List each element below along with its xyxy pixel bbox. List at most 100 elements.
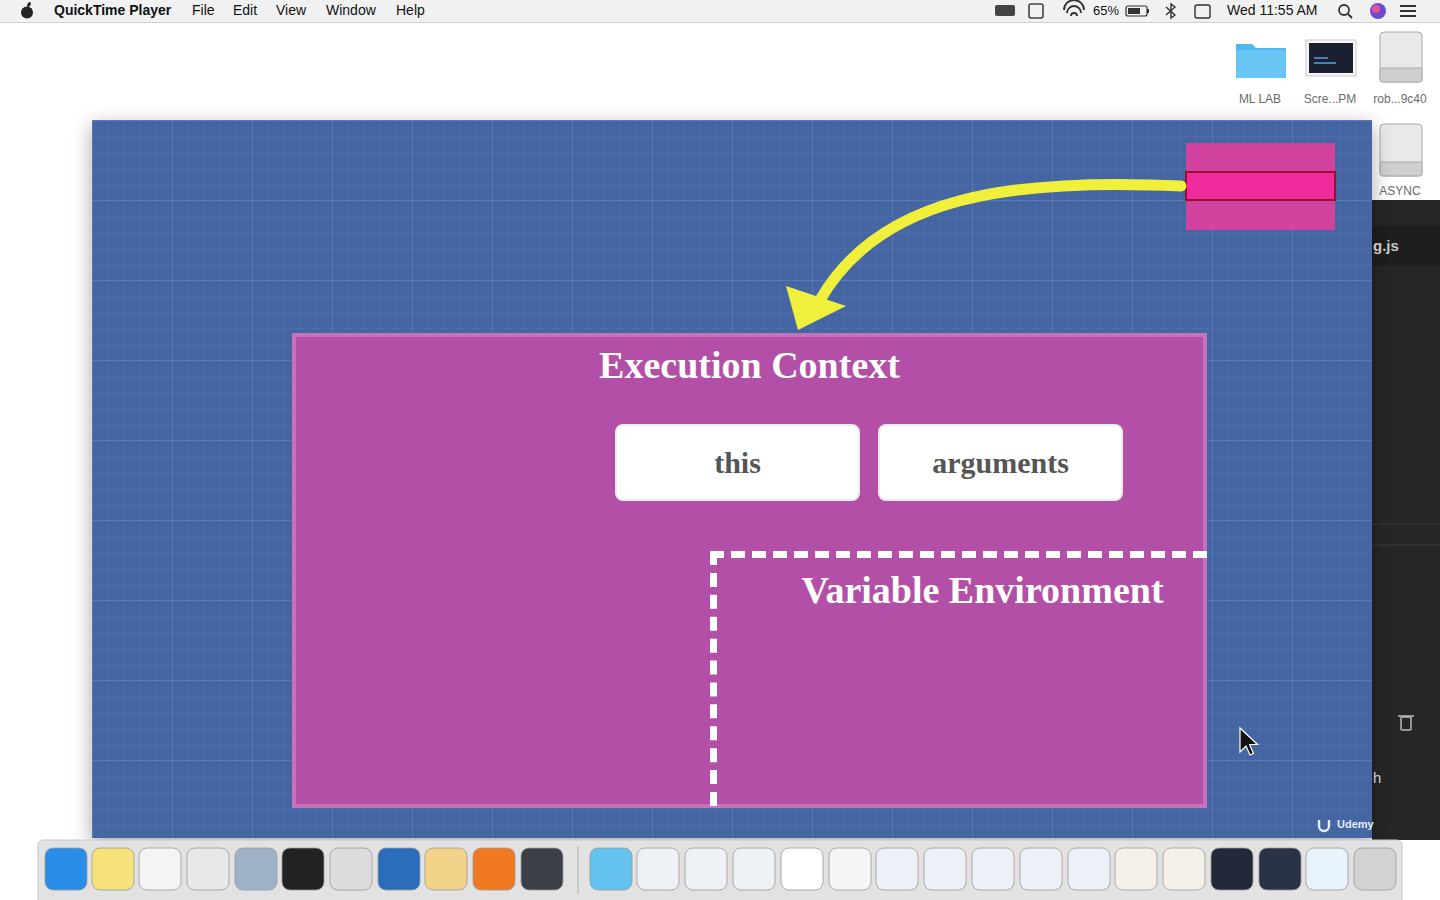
video-window (92, 120, 1372, 838)
dock-icon (1354, 848, 1396, 890)
menu-item: Window (326, 2, 376, 19)
watermark: Udemy (1337, 818, 1374, 831)
icon-label: ML LAB (1239, 92, 1281, 106)
desktop-icons (1380, 32, 1422, 82)
dock-icon (1115, 848, 1157, 890)
editor-text: h (1373, 769, 1381, 787)
desktop-icons (1314, 58, 1336, 63)
icon-label: ASYNC (1379, 184, 1420, 198)
node-text: Variable Environment (801, 568, 1163, 614)
menu-bar (1064, 0, 1084, 16)
desktop-icons (1380, 162, 1422, 176)
pointer-arrow (786, 184, 1181, 330)
call-stack-frame (1186, 143, 1335, 230)
dock-icon (187, 848, 229, 890)
dock-icon (1020, 848, 1062, 890)
mouse-cursor (1240, 728, 1258, 755)
menu-item: File (192, 2, 215, 19)
desktop-icons (1380, 124, 1422, 176)
pointer-arrow (786, 286, 846, 330)
video-window (92, 120, 1372, 838)
dock-icon (282, 848, 324, 890)
desktop-icons (1236, 50, 1286, 78)
udemy-logo (1319, 820, 1329, 831)
call-stack-frame (1186, 143, 1335, 230)
editor-panel (1372, 226, 1440, 266)
pointer-arrow (820, 184, 1181, 300)
editor-panel (1401, 717, 1411, 730)
dock-icon (45, 848, 1396, 890)
dock-icon (92, 848, 134, 890)
dock-icon (590, 848, 632, 890)
desktop-icons (1236, 44, 1286, 78)
dock-icon (1306, 848, 1348, 890)
dock-icon (781, 848, 823, 890)
icon-label: Scre...PM (1304, 92, 1357, 106)
editor-panel (1372, 200, 1440, 840)
desktop-icons (1380, 68, 1422, 82)
dock (38, 840, 1402, 900)
node-text: Execution Context (599, 343, 900, 389)
menu-bar (1029, 4, 1043, 18)
variable-environment-region: Variable Environment (710, 551, 1207, 806)
menu-bar (0, 22, 1440, 23)
dock-icon (924, 848, 966, 890)
dock-icon (733, 848, 775, 890)
menu-clock: Wed 11:55 AM (1227, 2, 1318, 19)
mouse-cursor (1240, 728, 1258, 755)
menu-bar (1372, 5, 1380, 13)
menu-item: View (276, 2, 306, 19)
dock-icon (235, 848, 277, 890)
desktop-icons (1309, 43, 1353, 73)
menu-bar (995, 5, 1015, 16)
icon-label: rob...9c40 (1373, 92, 1426, 106)
dock-icon (139, 848, 181, 890)
editor-tab: g.js (1373, 237, 1399, 255)
battery-percent: 65% (1093, 3, 1119, 19)
menu-bar (0, 0, 1440, 23)
dock (578, 846, 579, 894)
node-text: arguments (932, 445, 1069, 481)
this-box: this (615, 424, 860, 501)
dock-icon (1211, 848, 1253, 890)
menu-bar (0, 0, 1440, 22)
menu-bar (1195, 5, 1210, 18)
arguments-box: arguments (878, 424, 1123, 501)
menu-bar (1126, 6, 1147, 16)
menu-bar (1348, 14, 1352, 18)
udemy-logo (1319, 820, 1329, 831)
editor-panel (1372, 200, 1440, 840)
dock-icon (45, 848, 87, 890)
dock-icon (876, 848, 918, 890)
menu-bar (1400, 6, 1416, 16)
dock-icon (378, 848, 420, 890)
dock-icon (1163, 848, 1205, 890)
menu-bar (26, 1, 31, 7)
video-window (92, 120, 1372, 838)
editor-panel (1372, 545, 1440, 546)
menu-bar (1128, 8, 1140, 14)
menu-bar (1370, 3, 1386, 19)
menu-app-name: QuickTime Player (54, 2, 171, 19)
dock-icon (521, 848, 563, 890)
dock-icon (685, 848, 727, 890)
dock-icon (1068, 848, 1110, 890)
menu-bar (1166, 4, 1175, 18)
menu-bar (21, 7, 33, 19)
editor-panel (1398, 715, 1414, 717)
desktop-icons (1306, 40, 1356, 76)
menu-bar (1147, 9, 1149, 13)
menu-item: Help (396, 2, 425, 19)
node-text: this (714, 445, 761, 481)
dock-icon (425, 848, 467, 890)
dock-icon (829, 848, 871, 890)
dock-icon (473, 848, 515, 890)
dock (38, 840, 1402, 900)
dock-icon (1259, 848, 1301, 890)
dock-icon (330, 848, 372, 890)
context-box: Execution Context this argumentsVariable E… (292, 333, 1207, 808)
menu-item: Edit (233, 2, 257, 19)
video-window (92, 120, 1372, 838)
